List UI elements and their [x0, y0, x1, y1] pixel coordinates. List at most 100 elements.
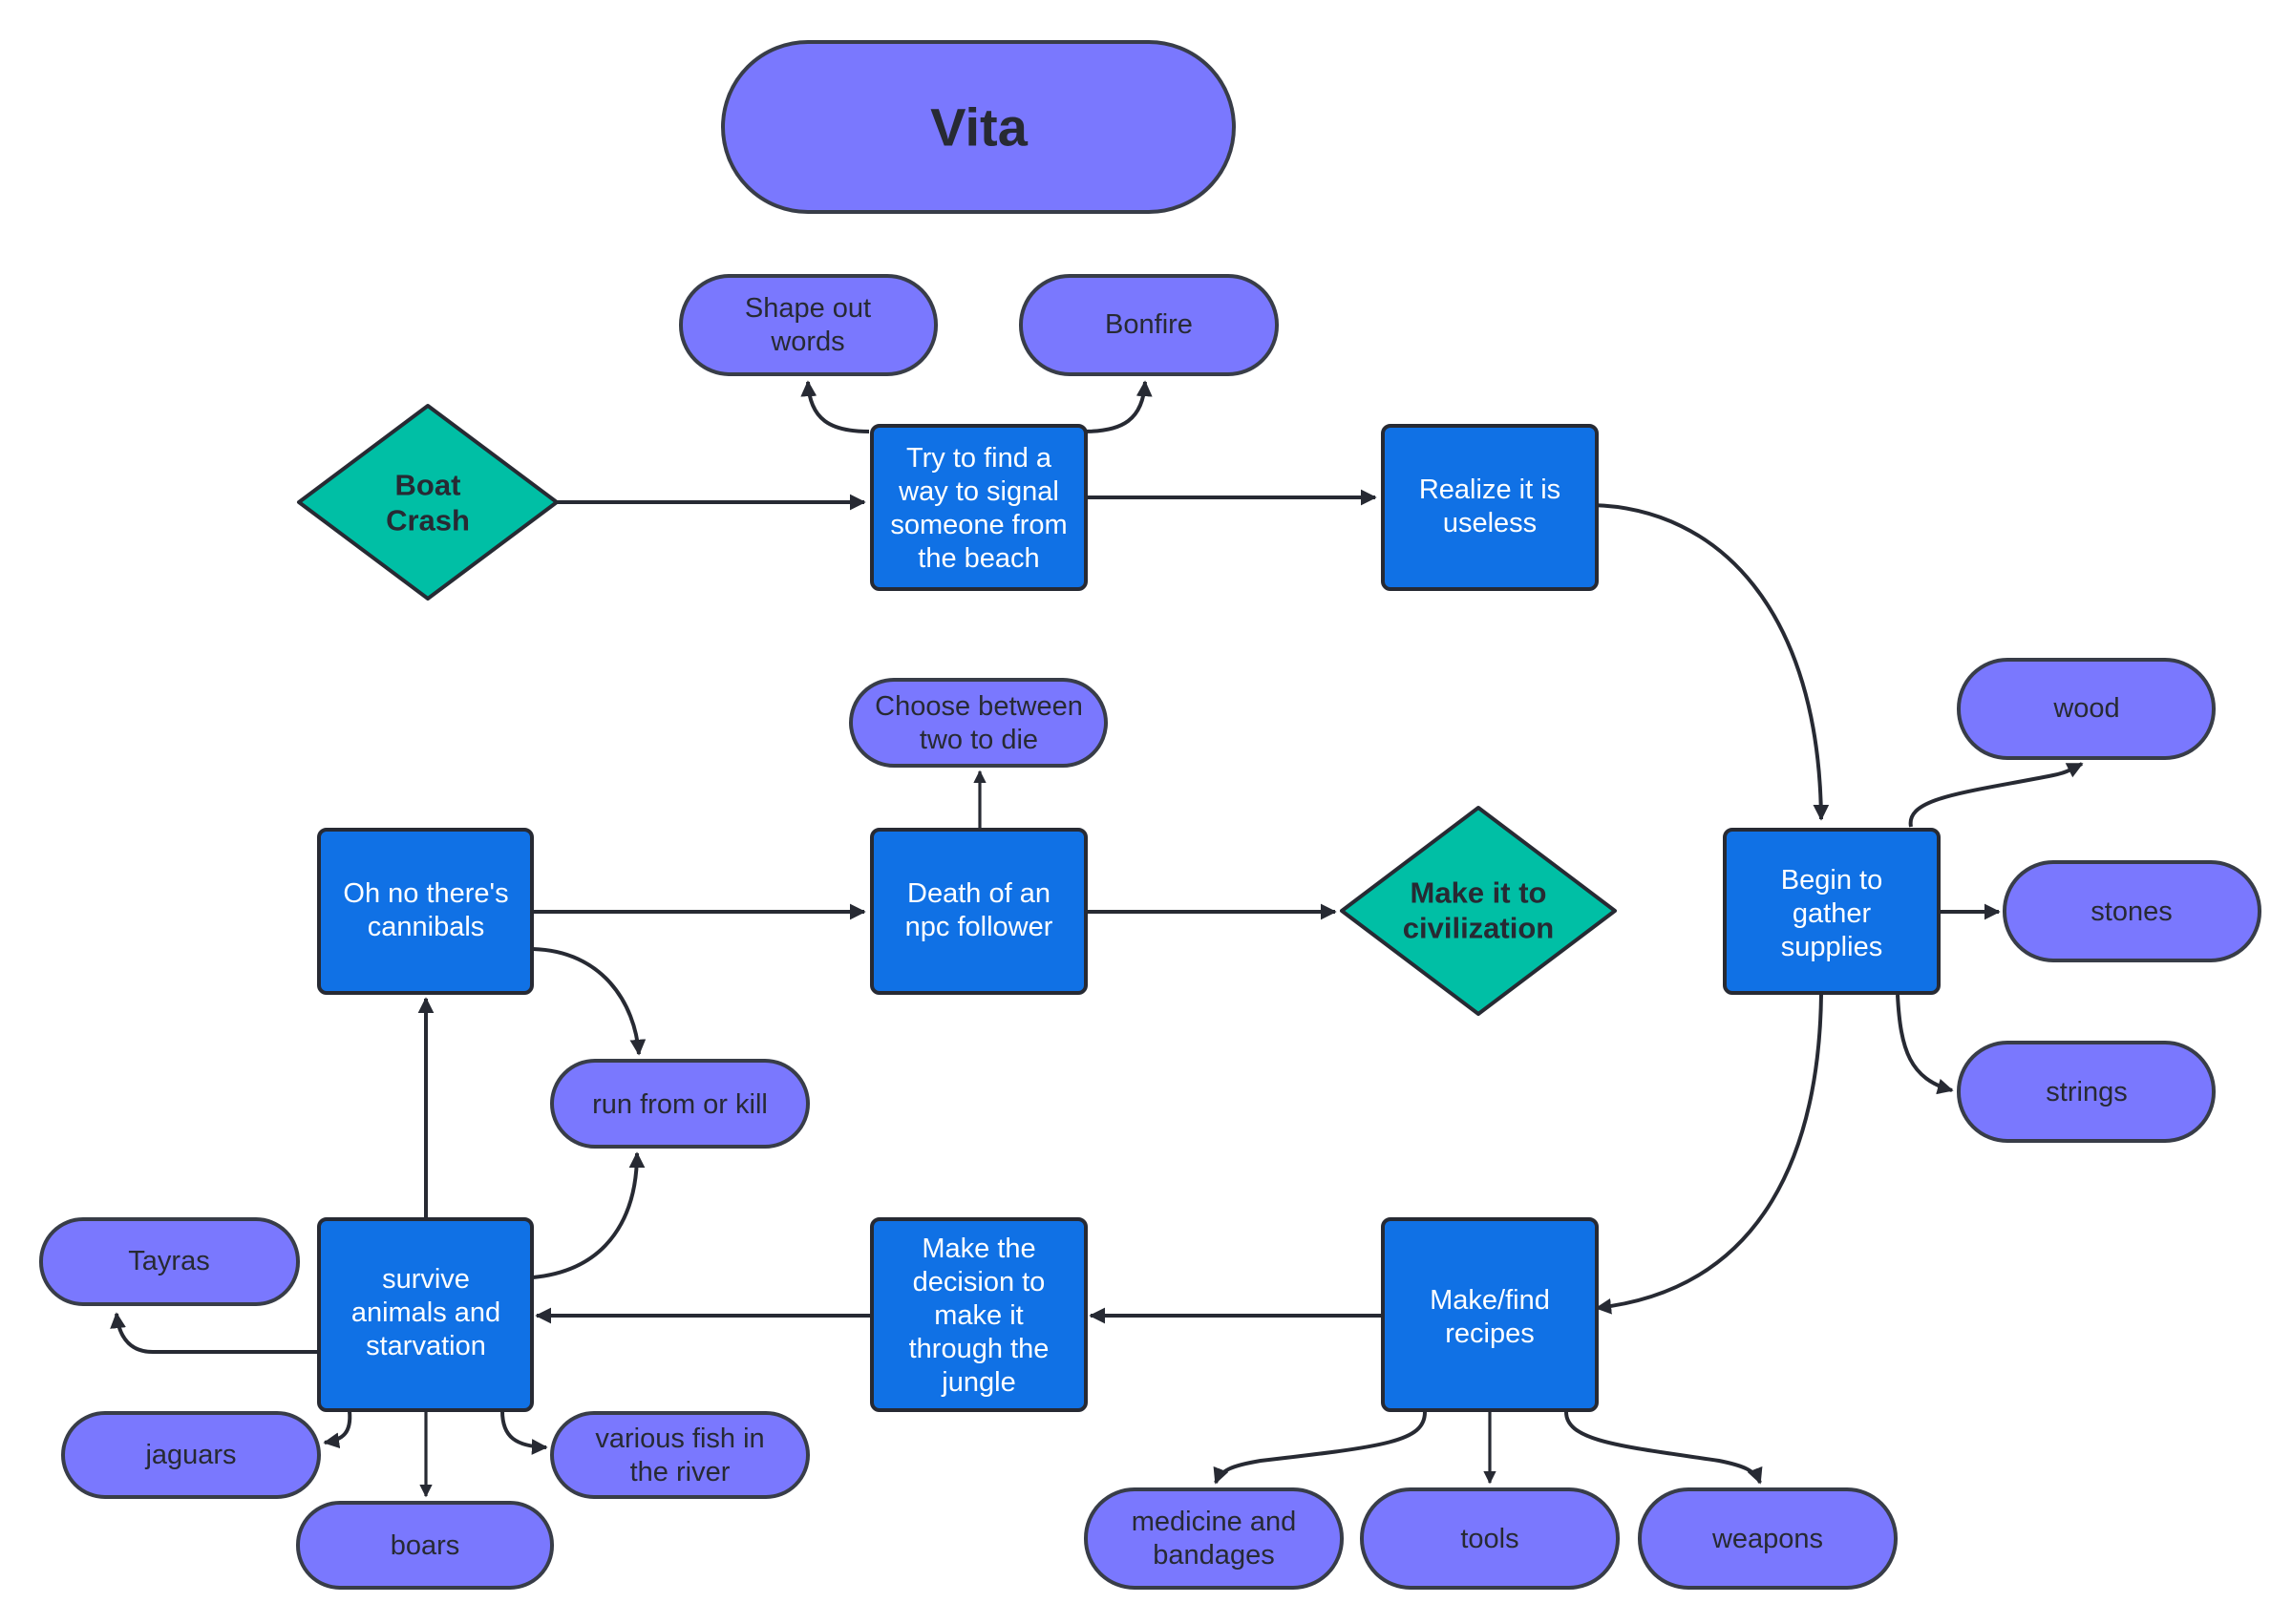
- tools-label: tools: [1460, 1524, 1518, 1554]
- boat-crash-diamond: [297, 404, 559, 601]
- node-tayras[interactable]: Tayras: [39, 1217, 300, 1306]
- node-death-npc[interactable]: Death of an npc follower: [870, 828, 1088, 995]
- realize-useless-line-2: useless: [1443, 508, 1537, 538]
- wood-pill: [1957, 658, 2216, 760]
- node-decision-jungle[interactable]: Make the decision to make it through the…: [870, 1217, 1088, 1412]
- begin-gather-line-2: gather: [1793, 898, 1872, 929]
- edge-make-find-to-medicine: [1213, 1411, 1427, 1485]
- node-cannibals[interactable]: Oh no there's cannibals: [317, 828, 534, 995]
- vita-title: Vita: [930, 97, 1029, 158]
- survive-line-3: starvation: [366, 1331, 486, 1361]
- node-stones[interactable]: stones: [2003, 860, 2261, 962]
- cannibals-line-1: Oh no there's: [343, 878, 508, 909]
- node-boars[interactable]: boars: [296, 1501, 554, 1590]
- node-realize-useless[interactable]: Realize it is useless: [1381, 424, 1599, 591]
- stones-label: stones: [2090, 896, 2172, 927]
- node-survive[interactable]: survive animals and starvation: [317, 1217, 534, 1412]
- strings-label: strings: [2046, 1077, 2127, 1107]
- wood-label: wood: [2052, 693, 2119, 724]
- civilization-line-2: civilization: [1403, 912, 1554, 945]
- shape-out-words-line-2: words: [770, 327, 844, 357]
- run-or-kill-pill: [550, 1059, 810, 1149]
- node-shape-out-words[interactable]: Shape out words: [679, 274, 938, 376]
- medicine-line-2: bandages: [1153, 1540, 1274, 1571]
- make-find-recipes-line-1: Make/find: [1430, 1285, 1550, 1316]
- medicine-line-1: medicine and: [1132, 1507, 1297, 1537]
- realize-useless-line-1: Realize it is: [1419, 475, 1560, 505]
- try-to-signal-line-4: the beach: [918, 543, 1039, 574]
- choose-between-line-2: two to die: [920, 725, 1038, 755]
- try-to-signal-line-2: way to signal: [898, 476, 1059, 507]
- make-find-recipes-line-2: recipes: [1445, 1318, 1535, 1349]
- shape-out-words-line-1: Shape out: [745, 293, 871, 324]
- edges: [110, 380, 2084, 1498]
- edge-try-to-signal-to-shape-out-words: [800, 380, 870, 433]
- boat-crash-line-1: Boat: [395, 469, 461, 502]
- node-tools[interactable]: tools: [1360, 1487, 1620, 1590]
- civilization-line-1: Make it to: [1411, 876, 1547, 910]
- node-bonfire[interactable]: Bonfire: [1019, 274, 1279, 376]
- tools-pill: [1360, 1487, 1620, 1590]
- choose-between-pill: [849, 678, 1108, 768]
- survive-line-2: animals and: [351, 1297, 500, 1328]
- node-medicine[interactable]: medicine and bandages: [1084, 1487, 1344, 1590]
- decision-jungle-line-4: through the: [909, 1334, 1050, 1364]
- weapons-pill: [1638, 1487, 1898, 1590]
- try-to-signal-box: [870, 424, 1088, 591]
- various-fish-line-1: various fish in: [595, 1424, 764, 1454]
- various-fish-line-2: the river: [630, 1457, 731, 1487]
- node-strings[interactable]: strings: [1957, 1041, 2216, 1143]
- choose-between-line-1: Choose between: [875, 691, 1083, 722]
- boat-crash-line-2: Crash: [386, 504, 470, 538]
- death-npc-line-1: Death of an: [907, 878, 1050, 909]
- try-to-signal-line-3: someone from: [890, 510, 1067, 540]
- node-choose-between[interactable]: Choose between two to die: [849, 678, 1108, 768]
- stones-pill: [2003, 860, 2261, 962]
- node-run-or-kill[interactable]: run from or kill: [550, 1059, 810, 1149]
- node-wood[interactable]: wood: [1957, 658, 2216, 760]
- nodes: Vita Shape out words Bonfire Boat Crash …: [39, 40, 2261, 1590]
- node-try-to-signal[interactable]: Try to find a way to signal someone from…: [870, 424, 1088, 591]
- node-make-find-recipes[interactable]: Make/find recipes: [1381, 1217, 1599, 1412]
- various-fish-pill: [550, 1411, 810, 1499]
- bonfire-label: Bonfire: [1105, 309, 1193, 340]
- edge-begin-gather-to-strings: [1896, 994, 1954, 1095]
- edge-cannibals-to-run-or-kill: [532, 947, 647, 1056]
- decision-jungle-box: [870, 1217, 1088, 1412]
- edge-survive-to-tayras: [110, 1312, 319, 1354]
- make-find-recipes-box: [1381, 1217, 1599, 1412]
- decision-jungle-line-3: make it: [934, 1300, 1023, 1331]
- try-to-signal-line-1: Try to find a: [906, 443, 1052, 474]
- vita-pill: [721, 40, 1236, 214]
- begin-gather-line-1: Begin to: [1781, 865, 1882, 896]
- edge-survive-to-various-fish: [500, 1410, 548, 1455]
- boars-pill: [296, 1501, 554, 1590]
- begin-gather-box: [1723, 828, 1941, 995]
- medicine-pill: [1084, 1487, 1344, 1590]
- civilization-diamond: [1340, 806, 1617, 1016]
- node-boat-crash[interactable]: Boat Crash: [297, 404, 559, 601]
- edge-survive-to-jaguars: [323, 1410, 352, 1449]
- edge-try-to-signal-to-bonfire: [1083, 380, 1153, 433]
- node-jaguars[interactable]: jaguars: [61, 1411, 321, 1499]
- edge-survive-to-run-or-kill: [532, 1151, 646, 1279]
- edge-begin-gather-to-make-find: [1595, 994, 1823, 1315]
- decision-jungle-line-1: Make the: [922, 1234, 1035, 1264]
- node-civilization[interactable]: Make it to civilization: [1340, 806, 1617, 1016]
- edge-make-find-to-weapons: [1564, 1411, 1763, 1485]
- cannibals-line-2: cannibals: [368, 912, 485, 942]
- node-various-fish[interactable]: various fish in the river: [550, 1411, 810, 1499]
- realize-useless-box: [1381, 424, 1599, 591]
- death-npc-box: [870, 828, 1088, 995]
- node-vita[interactable]: Vita: [721, 40, 1236, 214]
- node-begin-gather[interactable]: Begin to gather supplies: [1723, 828, 1941, 995]
- tayras-label: Tayras: [128, 1246, 209, 1276]
- survive-line-1: survive: [382, 1264, 470, 1295]
- decision-jungle-line-2: decision to: [913, 1267, 1046, 1297]
- strings-pill: [1957, 1041, 2216, 1143]
- death-npc-line-2: npc follower: [905, 912, 1053, 942]
- run-or-kill-label: run from or kill: [592, 1089, 768, 1120]
- node-weapons[interactable]: weapons: [1638, 1487, 1898, 1590]
- begin-gather-line-3: supplies: [1781, 932, 1882, 962]
